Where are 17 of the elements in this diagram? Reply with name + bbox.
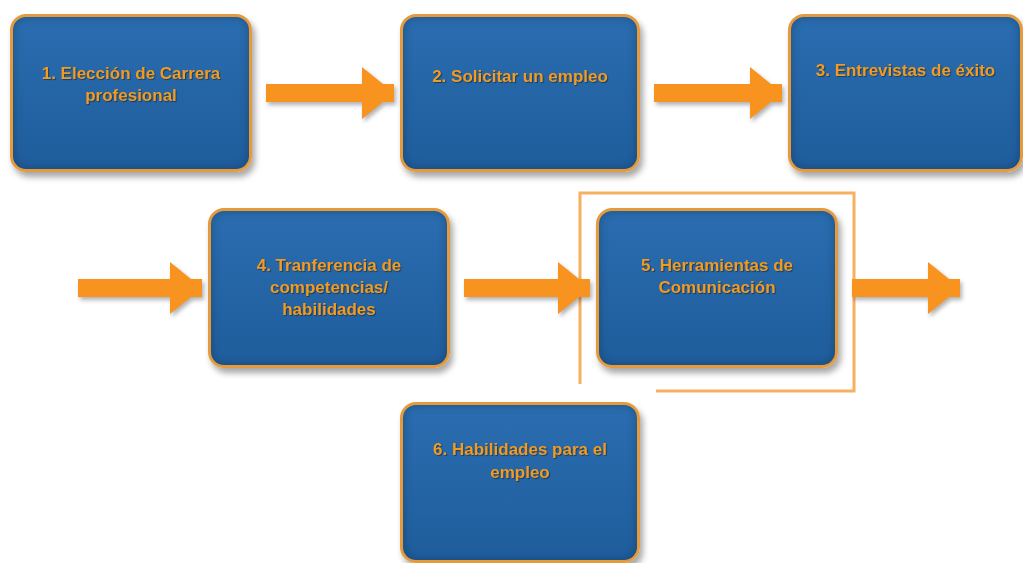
step-label: 2. Solicitar un empleo [432, 65, 608, 88]
process-box [400, 402, 640, 563]
step-label: 3. Entrevistas de éxito [815, 59, 996, 82]
step-label: 1. Elección de Carrera profesional [40, 62, 222, 107]
block-arrow [852, 262, 960, 314]
block-arrow [654, 67, 782, 119]
step-label: 6. Habilidades para el empleo [432, 439, 608, 484]
step-label: 4. Tranferencia de competencias/ habilidades [255, 254, 403, 322]
process-box [400, 14, 640, 172]
block-arrow [266, 67, 394, 119]
step-label: 5. Herramientas de Comunicación [639, 254, 795, 299]
process-box [208, 208, 450, 368]
block-arrow [78, 262, 202, 314]
block-arrow [464, 262, 590, 314]
process-box [788, 14, 1023, 172]
process-box [596, 208, 838, 368]
process-box [10, 14, 252, 172]
